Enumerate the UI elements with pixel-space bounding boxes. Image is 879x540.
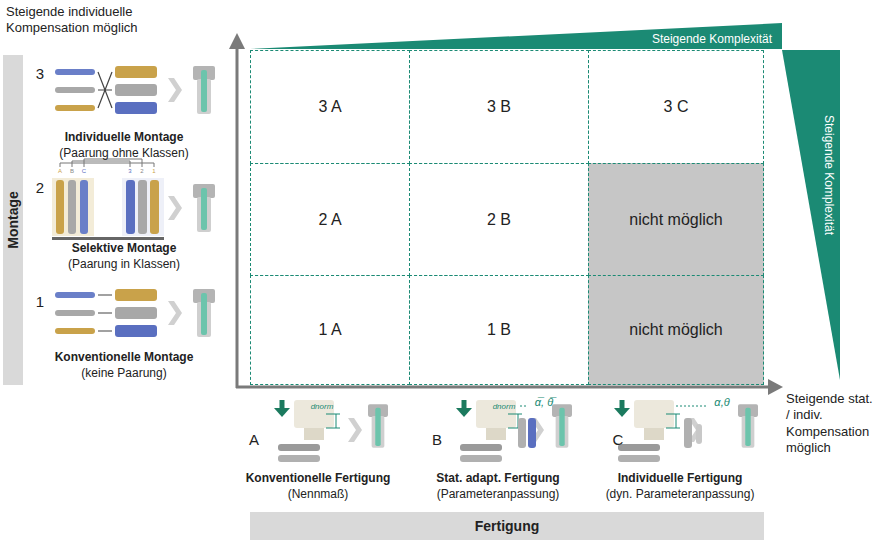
axis-band: Montage — [3, 55, 23, 385]
category-label: dnorm — [311, 402, 334, 412]
matrix-cell: 2 A — [250, 163, 410, 276]
category-label: B — [70, 168, 74, 176]
fertigung-icon-c — [614, 400, 758, 462]
node-text: 3 B — [487, 98, 511, 116]
axis-label: Steigende individuelle Kompensation mögl… — [6, 4, 176, 37]
axis-band: Fertigung — [250, 512, 764, 540]
category-label: (keine Paarung) — [81, 366, 166, 381]
montage-icon-individual — [55, 66, 215, 114]
category-label: (Paarung in Klassen) — [68, 257, 180, 272]
category-label: dnorm — [493, 402, 516, 412]
category-label: 2 — [140, 168, 143, 176]
category-label: B — [432, 431, 442, 450]
node-text: 2 B — [487, 211, 511, 229]
category-label: (Nennmaß) — [288, 487, 349, 502]
node-text: 1 B — [487, 321, 511, 339]
node-text: Steigende Komplexität — [822, 115, 836, 235]
node-text: 2 A — [318, 211, 341, 229]
category-label: Konventionelle Montage — [55, 350, 194, 365]
node-text: Steigende Komplexität — [652, 32, 772, 46]
complexity-wedge: Steigende Komplexität — [782, 50, 840, 380]
matrix-cell: 3 B — [409, 50, 589, 164]
node-text: nicht möglich — [629, 321, 722, 339]
complexity-wedge: Steigende Komplexität — [250, 23, 782, 49]
category-label: 1 — [152, 168, 155, 176]
category-label: 1 — [36, 293, 44, 312]
category-label: α̅, θ̅ — [535, 396, 553, 410]
fertigung-icon-b — [456, 400, 572, 462]
node-text: 1 A — [318, 321, 341, 339]
node-text: Fertigung — [475, 518, 540, 534]
fertigung-icon-a — [274, 400, 388, 462]
impossible-cell: nicht möglich — [588, 163, 764, 276]
category-label: A — [58, 168, 62, 176]
node-text: 3 A — [318, 98, 341, 116]
matrix-cell: 2 B — [409, 163, 589, 276]
node-text: nicht möglich — [629, 211, 722, 229]
montage-icon-conventional — [55, 289, 215, 337]
matrix-cell: 1 B — [409, 275, 589, 385]
category-label: C — [613, 431, 624, 450]
axes — [229, 33, 783, 395]
category-label: (dyn. Parameteranpassung) — [606, 487, 755, 502]
node-text: 3 C — [664, 98, 689, 116]
category-label: 3 — [36, 65, 44, 84]
category-label: A — [249, 431, 259, 450]
category-label: Individuelle Fertigung — [618, 471, 743, 486]
matrix-cell: 1 A — [250, 275, 410, 385]
matrix-cell: 3 C — [588, 50, 764, 164]
node-text: Montage — [5, 191, 21, 249]
category-label: (Parameteranpassung) — [437, 487, 560, 502]
montage-icon-selective — [52, 159, 215, 240]
category-label: Individuelle Montage — [65, 130, 184, 145]
category-label: 3 — [128, 168, 131, 176]
category-label: Stat. adapt. Fertigung — [436, 471, 559, 486]
impossible-cell: nicht möglich — [588, 275, 764, 385]
category-label: Konventionelle Fertigung — [246, 471, 391, 486]
category-label: Selektive Montage — [72, 241, 177, 256]
category-label: C — [82, 168, 86, 176]
matrix-cell: 3 A — [250, 50, 410, 164]
axis-label: Steigende stat. / indiv. Kompensation mö… — [786, 391, 874, 456]
category-label: α,θ — [714, 396, 729, 410]
category-label: 2 — [36, 179, 44, 198]
category-label: (Paarung ohne Klassen) — [59, 146, 188, 161]
